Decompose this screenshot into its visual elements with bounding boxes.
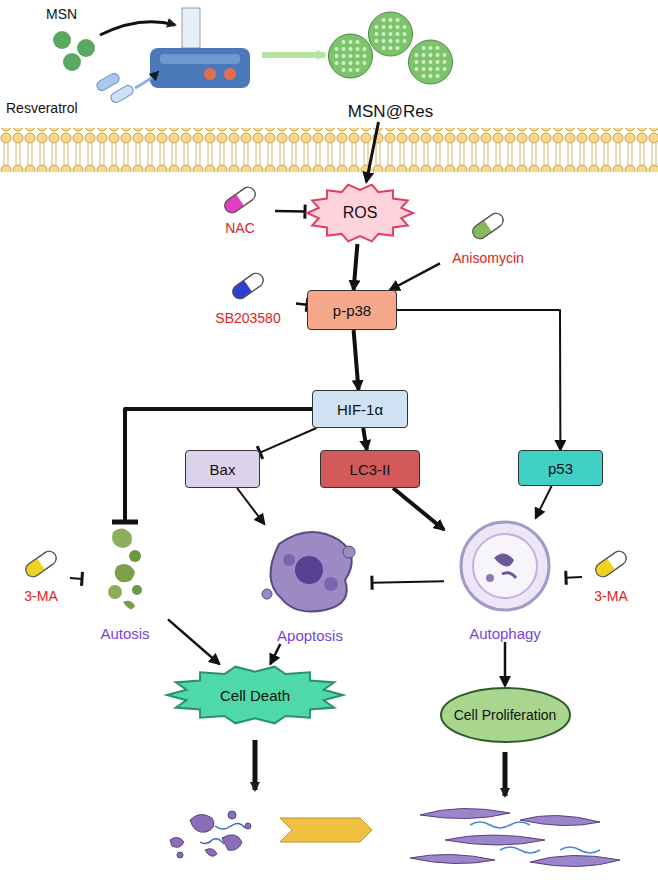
- material-label: Resveratrol: [6, 100, 78, 116]
- node-text: LC3-II: [350, 461, 391, 478]
- activation-arrow: [168, 619, 219, 664]
- inhibition-line: [296, 304, 307, 305]
- icon: [444, 518, 566, 642]
- node-text: Cell Death: [220, 687, 290, 704]
- protein-box: p-p38: [307, 290, 397, 330]
- inhibitor-pill: 3-MA: [582, 548, 640, 604]
- inhibition-line: [260, 428, 317, 453]
- icon: [82, 522, 168, 642]
- activation-arrow: [536, 486, 552, 518]
- dead-cells: [170, 811, 251, 858]
- activator-pill: Anisomycin: [440, 210, 536, 266]
- inhibitor-pill: SB203580: [200, 270, 296, 326]
- node-text: ROS: [343, 204, 378, 222]
- inhibition-line: [566, 576, 582, 579]
- inhibition-line: [275, 210, 305, 213]
- activation-arrow: [390, 263, 440, 290]
- fragments: [200, 823, 245, 844]
- protein-box: LC3-II: [320, 450, 420, 488]
- node-text: NAC: [225, 220, 255, 236]
- activation-arrow: [354, 244, 358, 290]
- nanoparticle-node: MSN@Res: [318, 4, 463, 122]
- chevron-band: [280, 818, 372, 842]
- node-text: Autophagy: [469, 625, 541, 642]
- outcome-ellipse: Cell Proliferation: [439, 686, 572, 744]
- protein-box: Bax: [185, 450, 260, 488]
- inhibitor-pill: NAC: [205, 184, 275, 236]
- node-text: HIF-1α: [337, 401, 383, 418]
- node-text: p-p38: [333, 302, 371, 319]
- activation-arrow: [354, 330, 359, 390]
- fibers: [470, 822, 600, 853]
- outcome-arrow: [503, 752, 508, 796]
- material-label: MSN: [46, 6, 77, 22]
- node-text: Anisomycin: [452, 250, 524, 266]
- node-text: 3-MA: [594, 588, 627, 604]
- inhibition-line: [70, 577, 82, 580]
- activation-arrow: [237, 488, 264, 524]
- feed-arrow: [135, 72, 158, 88]
- msn-particles: [53, 31, 95, 71]
- inhibitor-pill: 3-MA: [12, 548, 70, 604]
- inhibition-line: [125, 409, 312, 522]
- autophagy-figure: Autophagy: [444, 518, 566, 642]
- proliferating-cells: [410, 808, 620, 866]
- node-text: Apoptosis: [277, 627, 343, 644]
- node-text: Cell Proliferation: [454, 707, 557, 723]
- activation-arrow: [270, 644, 280, 664]
- protein-box: p53: [518, 450, 603, 486]
- sonicator-device: [150, 8, 250, 88]
- node-text: 3-MA: [24, 588, 57, 604]
- node-text: MSN@Res: [348, 102, 433, 122]
- ros-burst: ROS: [305, 182, 415, 244]
- activation-arrow: [504, 642, 507, 686]
- node-text: Autosis: [100, 625, 149, 642]
- resveratrol-pills: [95, 72, 135, 105]
- feed-arrow: [100, 22, 175, 35]
- cell-death-burst: Cell Death: [165, 664, 345, 726]
- autosis-figure: Autosis: [82, 522, 168, 642]
- inhibition-line: [372, 581, 444, 582]
- activation-arrow: [397, 310, 560, 450]
- outcome-arrow: [253, 740, 258, 790]
- membrane: [0, 128, 658, 172]
- activation-arrow: [393, 488, 444, 530]
- node-text: Bax: [210, 461, 236, 478]
- icon: [248, 524, 372, 644]
- node-text: SB203580: [215, 310, 280, 326]
- protein-box: HIF-1α: [312, 390, 408, 428]
- apoptosis-figure: Apoptosis: [248, 524, 372, 644]
- node-text: p53: [548, 460, 573, 477]
- activation-arrow: [363, 428, 367, 450]
- activation-arrow: [366, 122, 378, 182]
- product-arrow: [262, 52, 325, 58]
